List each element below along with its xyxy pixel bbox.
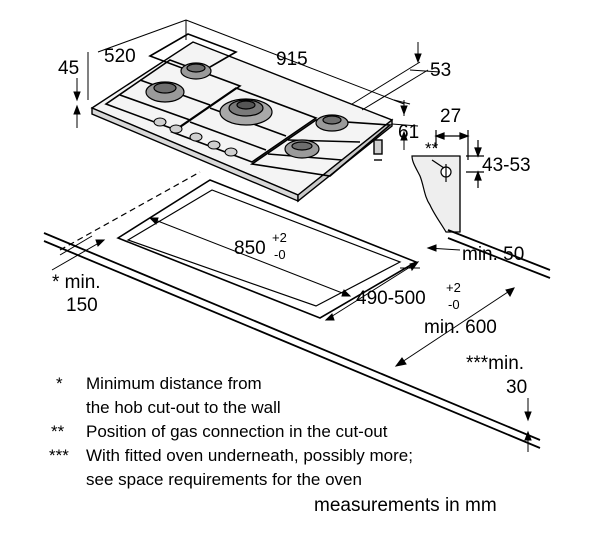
footnote-1-text: Minimum distance from [86,374,262,393]
cutout-width-tolerance-minus: -0 [274,247,286,262]
cutout-width-tolerance-plus: +2 [272,230,287,245]
min-30-line2: 30 [506,377,528,398]
footnote-3-text: With fitted oven underneath, possibly mo… [86,446,413,465]
dimension-520: 520 [104,46,136,67]
burners [145,62,349,159]
min-50-label: min. 50 [462,244,525,265]
min-150-line1: * min. [52,272,101,293]
dimension-27: 27 [440,106,462,127]
units-label: measurements in mm [314,495,497,516]
dimension-53: 53 [430,60,452,81]
min-150-line2: 150 [66,295,98,316]
dimension-43-53: 43-53 [482,155,531,176]
footnote-2-marker: ** [51,422,65,441]
cutout-dimension-lines [51,217,532,452]
footnote-1-text-cont: the hob cut-out to the wall [86,398,281,417]
cutout-depth-label: 490-500 [356,288,426,309]
hob-side-face [297,118,393,203]
gas-connector [373,139,383,155]
worktop [43,171,551,449]
footnote-3-text-cont: see space requirements for the oven [86,470,362,489]
footnote-3-marker: *** [49,446,69,465]
dimension-915: 915 [276,49,308,70]
dimension-45: 45 [58,58,80,79]
gas-connection-marker: ** [425,139,439,158]
control-knobs [153,117,238,157]
dimension-61: 61 [398,122,420,143]
footnote-2-text: Position of gas connection in the cut-ou… [86,422,388,441]
cutout-width-label: 850 [234,238,266,259]
footnote-1-marker: * [56,374,63,393]
cutout-depth-tolerance-minus: -0 [448,297,460,312]
gas-connection-detail [411,130,484,233]
cutout-depth-tolerance-plus: +2 [446,280,461,295]
hob-dimension-lines [73,19,441,150]
min-600-label: min. 600 [424,317,497,338]
min-30-line1: ***min. [466,353,525,374]
